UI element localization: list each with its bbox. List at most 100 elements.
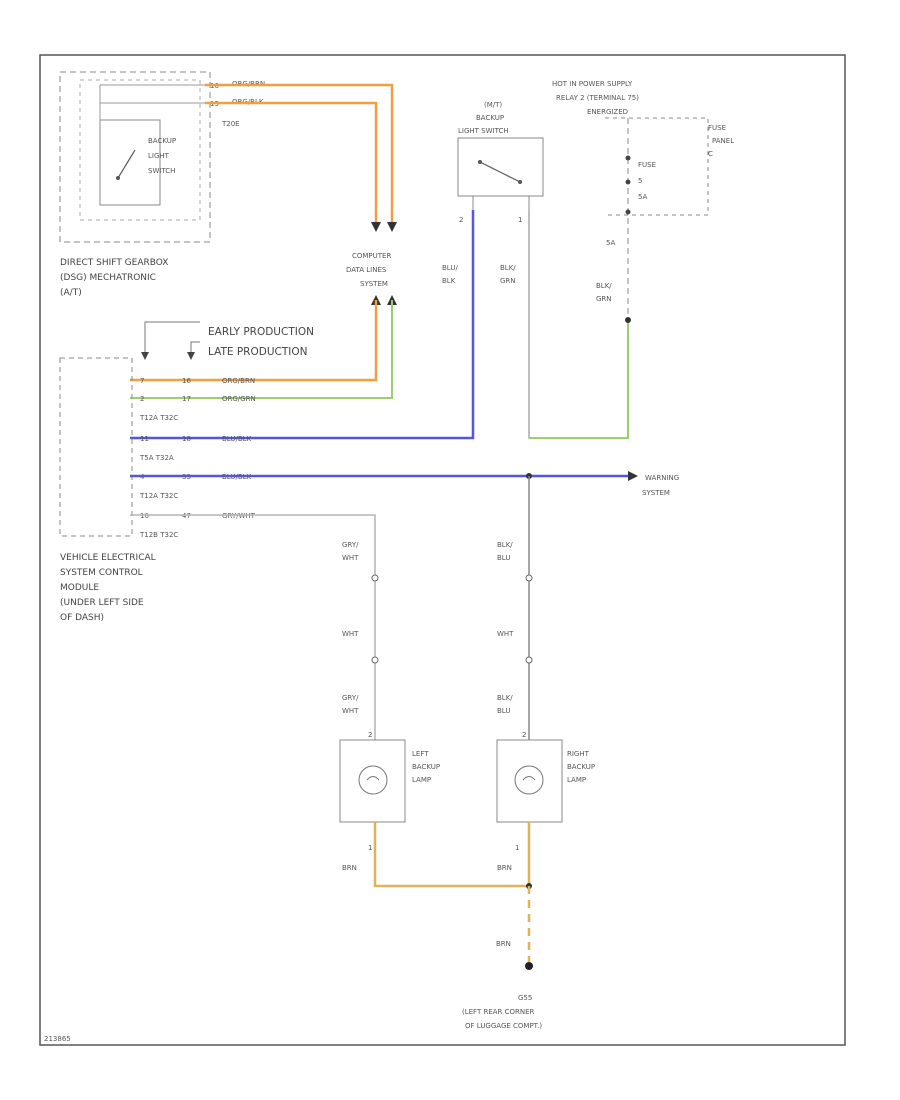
wire-blk-blu-label-2: BLU — [497, 554, 510, 562]
warning-label-2: SYSTEM — [642, 489, 670, 497]
wire-blu-blk-label-1: BLU/ — [442, 264, 458, 272]
fuse-label-2: 5 — [638, 177, 642, 185]
fuse-panel-label-3: C — [708, 150, 713, 158]
left-lamp-label-1: LEFT — [412, 750, 429, 758]
wire-blk-grn-label-2: GRN — [500, 277, 516, 285]
wire-blk-blu2-label-1: BLK/ — [497, 694, 513, 702]
wire-vesc-org-grn — [130, 300, 393, 399]
early-production-label: EARLY PRODUCTION — [208, 326, 314, 338]
wire-blk-blu-label-1: BLK/ — [497, 541, 513, 549]
wire-blu-blk-label-2: BLK — [442, 277, 456, 285]
connector-right-2 — [525, 656, 533, 664]
left-backup-lamp-filament — [366, 776, 380, 781]
computer-label-1: COMPUTER — [352, 252, 391, 260]
wire-blk-grn-label-1: BLK/ — [500, 264, 516, 272]
connector-right-1 — [525, 574, 533, 582]
vesc-label-1: VEHICLE ELECTRICAL — [60, 553, 156, 563]
vesc-label-4: (UNDER LEFT SIDE — [60, 598, 144, 608]
mt-switch-arm — [479, 161, 521, 183]
vesc-row-5-wire: GRY/WHT — [222, 512, 256, 520]
vesc-row-3-wire: BLU/BLK — [222, 435, 252, 443]
vesc-row-2-wire: ORG/GRN — [222, 395, 256, 403]
vesc-module-box — [59, 357, 133, 537]
mt-switch-contact — [478, 160, 482, 164]
mt-pin-1: 1 — [518, 216, 522, 224]
mt-switch-label-3: LIGHT SWITCH — [458, 127, 509, 135]
arrow-computer-1 — [371, 222, 381, 232]
mt-switch-label-1: (M/T) — [484, 101, 502, 109]
arrow-computer-2 — [387, 222, 397, 232]
wire-gry-wht-left — [130, 514, 376, 740]
wire-dsg-org-blk — [205, 101, 378, 225]
vesc-row-1-pin: 7 — [140, 377, 144, 385]
vesc-row-5-pin: 16 — [140, 512, 149, 520]
vesc-label-5: OF DASH) — [60, 613, 104, 623]
ground-point — [525, 962, 533, 970]
wire-dsg-org-brn — [205, 83, 394, 225]
wire-blk-grn2-label-1: BLK/ — [596, 282, 612, 290]
fuse-panel-label-1: FUSE — [708, 124, 726, 132]
connector-label-2: T5A T32A — [139, 454, 174, 462]
right-lamp-label-2: BACKUP — [567, 763, 595, 771]
right-lamp-pin-bottom: 1 — [515, 844, 519, 852]
fuse-dot-2 — [625, 179, 631, 185]
arrow-warning — [628, 471, 638, 481]
dsg-label-3: (A/T) — [60, 288, 82, 298]
wire-green-segment — [529, 322, 629, 439]
mt-switch-contact-2 — [518, 180, 522, 184]
mt-pin-2: 2 — [459, 216, 463, 224]
right-lamp-label-1: RIGHT — [567, 750, 590, 758]
left-lamp-label-3: LAMP — [412, 776, 431, 784]
wire-blk-grn2-label-2: GRN — [596, 295, 612, 303]
splice-fuse — [625, 317, 631, 323]
late-production-label: LATE PRODUCTION — [208, 346, 307, 358]
vesc-row-1-pin2: 16 — [182, 377, 191, 385]
backup-switch-arm — [117, 149, 136, 179]
diagram-id: 213865 — [44, 1035, 71, 1043]
left-lamp-label-2: BACKUP — [412, 763, 440, 771]
wire-gry-wht-label-2: WHT — [342, 554, 359, 562]
fuse-panel-label-2: PANEL — [712, 137, 734, 145]
early-prod-arrow — [141, 352, 149, 360]
fuse-label-1: FUSE — [638, 161, 656, 169]
connector-label-3: T12A T32C — [139, 492, 178, 500]
wire-gry-wht-label-1: GRY/ — [342, 541, 359, 549]
connector-label-4: T12B T32C — [139, 531, 178, 539]
computer-label-3: SYSTEM — [360, 280, 388, 288]
t20e-label: T20E — [221, 120, 240, 128]
wire-gry-wht2-label-1: GRY/ — [342, 694, 359, 702]
dsg-module-box — [59, 71, 211, 243]
mt-switch-box — [457, 137, 544, 197]
fuse-label-3: 5A — [638, 193, 647, 201]
left-backup-lamp-bulb — [358, 765, 388, 795]
dsg-label-1: DIRECT SHIFT GEARBOX — [60, 258, 168, 268]
vesc-label-3: MODULE — [60, 583, 99, 593]
backup-switch-contact — [116, 176, 120, 180]
wire-blk-blu2-label-2: BLU — [497, 707, 510, 715]
vesc-label-2: SYSTEM CONTROL — [60, 568, 143, 578]
wht-label-left: WHT — [342, 630, 359, 638]
dsg-label-2: (DSG) MECHATRONIC — [60, 273, 156, 283]
wht-label-right: WHT — [497, 630, 514, 638]
vesc-row-3-pin: 11 — [140, 435, 149, 443]
warning-label-1: WARNING — [645, 474, 679, 482]
fuse-pin-label: 5A — [606, 239, 615, 247]
vesc-row-3-pin2: 18 — [182, 435, 191, 443]
ground-label-3: OF LUGGAGE COMPT.) — [465, 1022, 542, 1030]
computer-label-2: DATA LINES — [346, 266, 387, 274]
left-lamp-pin-top: 2 — [368, 731, 372, 739]
connector-left-1 — [371, 574, 379, 582]
hot-label-3: ENERGIZED — [587, 108, 628, 116]
left-backup-lamp-box — [339, 739, 406, 823]
dsg-inner-box — [79, 79, 201, 221]
connector-label-1: T12A T32C — [139, 414, 178, 422]
left-lamp-pin-bottom: 1 — [368, 844, 372, 852]
connector-left-2 — [371, 656, 379, 664]
diagram-frame — [39, 54, 846, 1046]
brn-label-left: BRN — [342, 864, 357, 872]
early-prod-bracket — [144, 321, 200, 355]
mt-switch-label-2: BACKUP — [476, 114, 504, 122]
wire-vesc-org-brn — [130, 300, 378, 382]
fuse-dot-3 — [625, 209, 631, 215]
